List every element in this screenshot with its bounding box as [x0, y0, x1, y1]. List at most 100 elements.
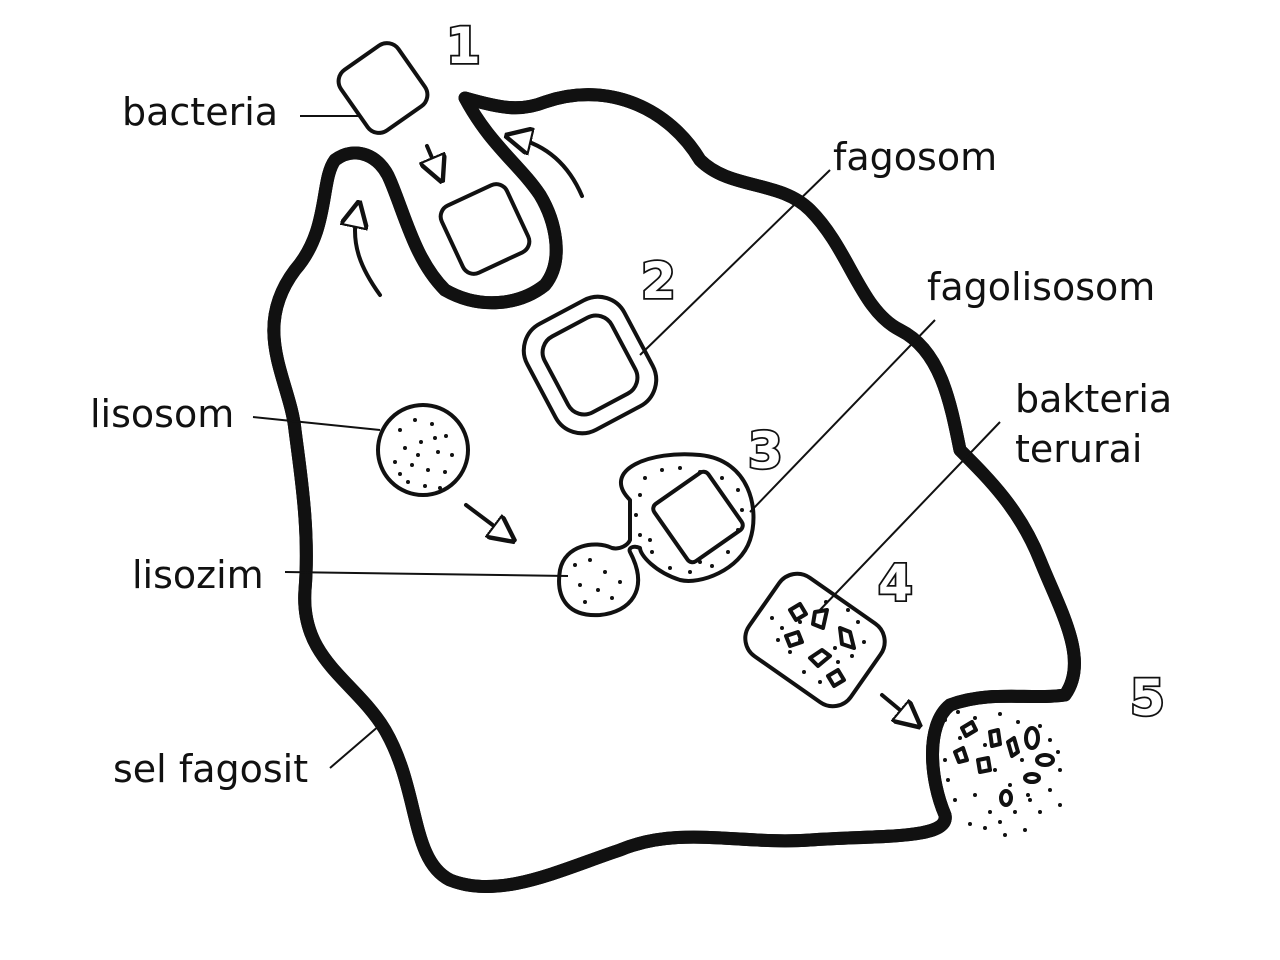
- stipple-dot: [678, 466, 682, 470]
- stipple-dot: [953, 798, 957, 802]
- stipple-dot: [740, 508, 744, 512]
- step-number-4: 4: [878, 554, 913, 612]
- label-fagolisosom: fagolisosom: [927, 265, 1155, 309]
- stipple-dot: [846, 608, 850, 612]
- stipple-dot: [583, 600, 587, 604]
- stipple-dot: [1048, 788, 1052, 792]
- stipple-dot: [968, 822, 972, 826]
- stipple-dot: [688, 570, 692, 574]
- stipple-dot: [726, 550, 730, 554]
- stipple-dot: [698, 560, 702, 564]
- stipple-dot: [610, 596, 614, 600]
- stipple-dot: [946, 778, 950, 782]
- stipple-dot: [736, 488, 740, 492]
- stipple-dot: [1016, 720, 1020, 724]
- label-fagosom: fagosom: [833, 135, 997, 179]
- stipple-dot: [988, 810, 992, 814]
- stipple-dot: [798, 620, 802, 624]
- stipple-dot: [436, 450, 440, 454]
- stipple-dot: [776, 638, 780, 642]
- phagosome: [521, 294, 659, 436]
- digested-bacteria-vesicle: [743, 571, 887, 709]
- stipple-dot: [578, 583, 582, 587]
- bacteria-fragments: [784, 602, 856, 688]
- stipple-dot: [668, 566, 672, 570]
- stipple-dot: [430, 422, 434, 426]
- stipple-dot: [393, 460, 397, 464]
- leader-lines: [252, 115, 1001, 769]
- stipple-dot: [433, 436, 437, 440]
- stipple-dot: [403, 446, 407, 450]
- stipple-dot: [398, 428, 402, 432]
- stipple-dot: [788, 650, 792, 654]
- stipple-dot: [1048, 738, 1052, 742]
- stipple-dot: [419, 440, 423, 444]
- stipple-dot: [943, 758, 947, 762]
- stipple-dot: [998, 820, 1002, 824]
- stipple-dot: [588, 558, 592, 562]
- stipple-dot: [426, 468, 430, 472]
- label-sel-fagosit: sel fagosit: [113, 747, 308, 791]
- stipple-dot: [603, 570, 607, 574]
- stipple-dot: [862, 640, 866, 644]
- stipple-dot: [648, 538, 652, 542]
- stipple-dot: [443, 470, 447, 474]
- label-lisozim: lisozim: [132, 553, 264, 597]
- label-bakteria-terurai-line1: bakteria: [1015, 377, 1172, 421]
- stipple-dot: [618, 580, 622, 584]
- stipple-dot: [1038, 724, 1042, 728]
- stipple-dot: [780, 626, 784, 630]
- stipple-dot: [973, 793, 977, 797]
- stipple-dot: [1026, 793, 1030, 797]
- lysosome-to-fusion-arrow: [464, 503, 506, 535]
- lysosome: [376, 403, 470, 497]
- stipple-dot: [1023, 828, 1027, 832]
- stipple-dot: [1008, 783, 1012, 787]
- stipple-dot: [634, 513, 638, 517]
- stipple-dot: [660, 468, 664, 472]
- stipple-dot: [596, 588, 600, 592]
- stipple-dot: [413, 418, 417, 422]
- stipple-dot: [1020, 758, 1024, 762]
- stipple-dot: [410, 463, 414, 467]
- label-bakteria-terurai-line2: terurai: [1015, 427, 1142, 471]
- step-number-2: 2: [641, 252, 676, 310]
- stipple-dot: [993, 768, 997, 772]
- stipple-dot: [1056, 750, 1060, 754]
- stipple-dot: [720, 476, 724, 480]
- stipple-dot: [983, 826, 987, 830]
- stipple-dot: [983, 743, 987, 747]
- stipple-dot: [698, 470, 702, 474]
- stipple-dot: [444, 434, 448, 438]
- stipple-dot: [958, 736, 962, 740]
- phagocyte-cell-membrane: [274, 95, 1075, 887]
- stipple-dot: [398, 472, 402, 476]
- step-number-3: 3: [748, 422, 783, 480]
- engulfment-arrows: [355, 138, 584, 297]
- stipple-dot: [1003, 833, 1007, 837]
- exocytosis-arrow: [880, 693, 912, 720]
- released-debris: [943, 710, 1062, 837]
- stipple-dot: [406, 480, 410, 484]
- stipple-dot: [1058, 768, 1062, 772]
- stipple-dot: [1058, 803, 1062, 807]
- bacterium-outside: [336, 41, 430, 135]
- stipple-dot: [956, 710, 960, 714]
- stipple-dot: [973, 716, 977, 720]
- stipple-dot: [638, 533, 642, 537]
- stipple-dot: [450, 453, 454, 457]
- step-number-5: 5: [1130, 669, 1165, 727]
- stipple-dot: [438, 486, 442, 490]
- stipple-dot: [650, 550, 654, 554]
- stipple-dot: [802, 670, 806, 674]
- label-lisosom: lisosom: [90, 392, 234, 436]
- stipple-dot: [1038, 810, 1042, 814]
- bacterium-engulfed: [438, 182, 532, 276]
- stipple-dot: [710, 564, 714, 568]
- stipple-dot: [833, 646, 837, 650]
- stipple-dot: [1028, 798, 1032, 802]
- stipple-dot: [850, 654, 854, 658]
- stipple-dot: [638, 493, 642, 497]
- stipple-dot: [643, 476, 647, 480]
- stipple-dot: [836, 660, 840, 664]
